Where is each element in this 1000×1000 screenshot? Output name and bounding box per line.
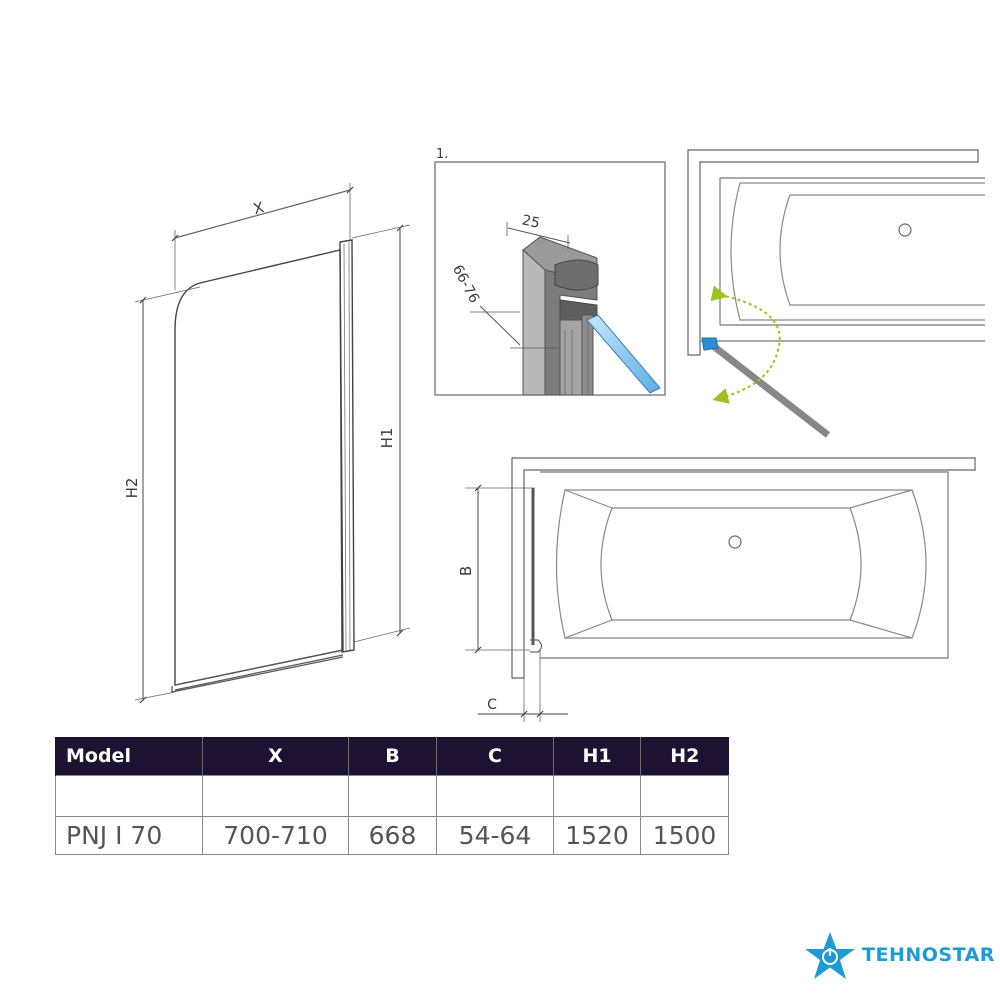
glass-panel	[174, 249, 344, 686]
dim-25-label: 25	[520, 212, 541, 231]
header-x: X	[202, 737, 349, 776]
rotation-arrow	[710, 285, 781, 404]
plan-view	[465, 457, 976, 722]
table-spacer-row	[55, 775, 729, 817]
cell-x: 700-710	[202, 816, 349, 855]
header-c: C	[436, 737, 554, 776]
brand-logo: TEHNOSTAR	[802, 930, 995, 982]
header-model: Model	[55, 737, 203, 776]
header-b: B	[348, 737, 437, 776]
cell-h1: 1520	[553, 816, 641, 855]
header-h1: H1	[553, 737, 641, 776]
dim-h1-label: H1	[378, 428, 396, 449]
dim-b-label: B	[457, 566, 475, 576]
dim-h2-label: H2	[123, 478, 141, 499]
detail-number: 1.	[436, 147, 448, 162]
brand-name-part1: TEHNO	[862, 944, 939, 966]
dim-x-label: X	[251, 198, 266, 218]
cell-b: 668	[348, 816, 437, 855]
spec-table: Model X B C H1 H2 PNJ I 70 700-710 668 5…	[55, 737, 729, 855]
cell-h2: 1500	[640, 816, 729, 855]
header-h2: H2	[640, 737, 729, 776]
drain-icon-plan	[728, 535, 742, 549]
rotated-panel	[709, 342, 831, 438]
table-row: PNJ I 70 700-710 668 54-64 1520 1500	[55, 816, 729, 855]
cell-c: 54-64	[436, 816, 554, 855]
rotation-view	[687, 149, 985, 438]
star-icon	[805, 932, 855, 979]
hinge-icon	[701, 337, 719, 351]
glass-section	[586, 314, 661, 394]
wall-profile	[339, 239, 355, 653]
detail-view	[434, 161, 666, 396]
drain-icon	[898, 223, 912, 237]
brand-name: TEHNOSTAR	[862, 944, 995, 966]
cell-model: PNJ I 70	[55, 816, 203, 855]
dim-c-label: C	[487, 697, 497, 713]
bottom-profile	[171, 649, 344, 693]
table-header-row: Model X B C H1 H2	[55, 737, 729, 776]
brand-name-part2: STAR	[938, 944, 995, 966]
dim-x-line	[174, 189, 351, 239]
front-view	[134, 183, 411, 704]
